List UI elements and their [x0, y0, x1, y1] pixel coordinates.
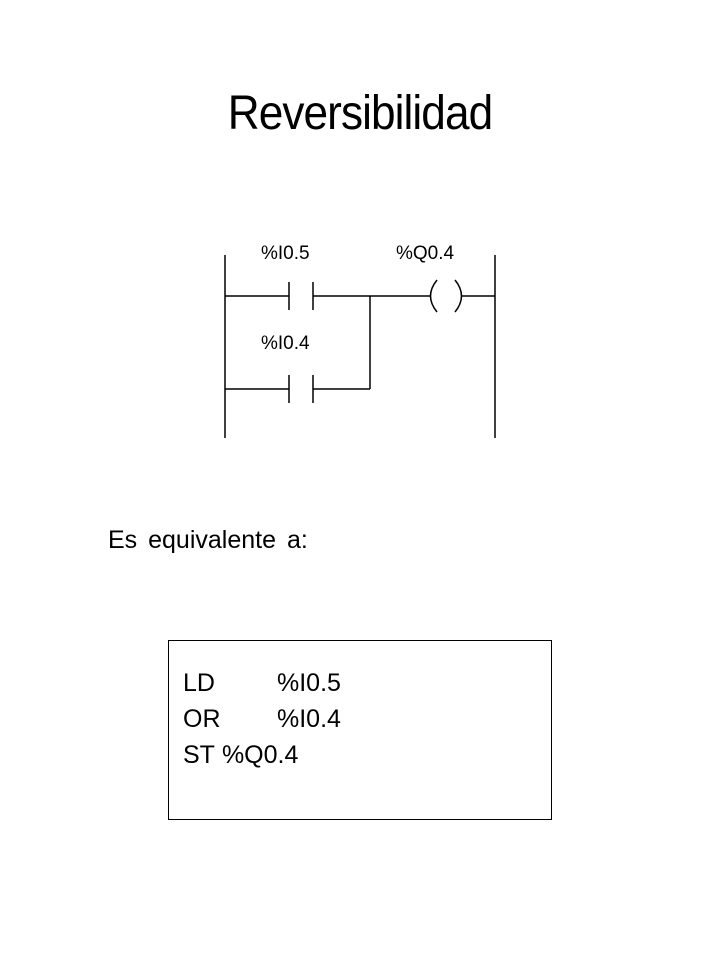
page-title: Reversibilidad — [227, 87, 493, 140]
instruction-op: ST — [183, 741, 215, 769]
instruction-list-box: LD %I0.5 OR %I0.4 ST %Q0.4 — [168, 640, 552, 820]
instruction-line: LD %I0.5 — [183, 665, 341, 701]
instruction-list: LD %I0.5 OR %I0.4 ST %Q0.4 — [183, 665, 341, 773]
instruction-op: OR — [183, 705, 221, 733]
instruction-operand: %I0.4 — [277, 705, 341, 733]
instruction-op: LD — [183, 669, 215, 697]
instruction-line: OR %I0.4 — [183, 701, 341, 737]
contact-i04-label: %I0.4 — [261, 333, 310, 354]
contact-i05 — [288, 282, 314, 310]
instruction-operand: %I0.5 — [277, 669, 341, 697]
contact-i04 — [288, 375, 314, 403]
contact-i05-label: %I0.5 — [261, 243, 310, 264]
coil-q04 — [429, 279, 463, 313]
equivalent-caption: Es equivalente a: — [108, 526, 308, 554]
instruction-line: ST %Q0.4 — [183, 737, 341, 773]
instruction-operand: %Q0.4 — [221, 741, 299, 769]
coil-q04-label: %Q0.4 — [396, 243, 455, 264]
